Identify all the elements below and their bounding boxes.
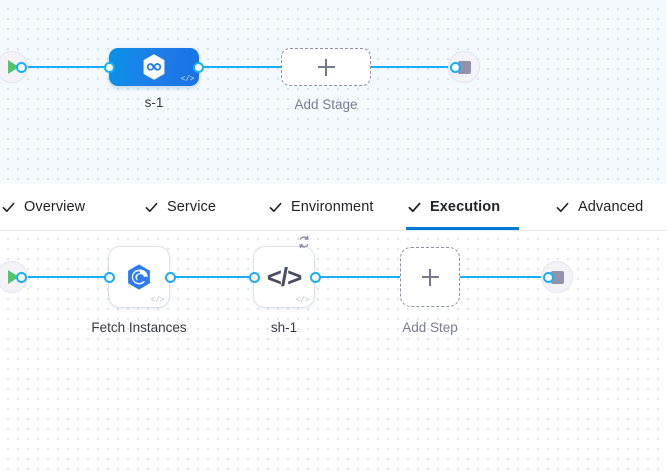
edge-add-stage-to-end <box>368 66 456 68</box>
stage-label: s-1 <box>144 95 164 110</box>
tab-execution[interactable]: Execution <box>406 184 519 230</box>
check-icon <box>269 201 282 214</box>
check-icon <box>2 201 15 214</box>
stop-icon <box>550 270 564 284</box>
plus-icon <box>421 268 439 286</box>
add-step-button[interactable] <box>400 247 460 307</box>
end-input-port[interactable] <box>450 61 461 73</box>
fetch-instances-label: Fetch Instances <box>91 320 187 335</box>
execution-end-input-port[interactable] <box>543 271 554 283</box>
execution-start-output-port[interactable] <box>16 271 27 283</box>
sh-1-output-port[interactable] <box>310 271 321 283</box>
edge-stage-to-add-stage <box>198 66 282 68</box>
step-node-fetch-instances[interactable]: </> <box>109 247 169 307</box>
harness-swirl-icon <box>128 264 150 290</box>
check-icon <box>408 201 421 214</box>
edge-sh-1-to-add-step <box>315 276 401 278</box>
step-node-sh-1[interactable]: </> </> <box>254 235 314 307</box>
check-icon <box>145 201 158 214</box>
add-step-label: Add Step <box>402 320 458 335</box>
fetch-instances-input-port[interactable] <box>104 271 115 283</box>
fetch-instances-output-port[interactable] <box>165 271 176 283</box>
stage-config-tabs: Overview Service Environment Execution A… <box>0 184 667 231</box>
execution-end-node[interactable] <box>541 261 573 293</box>
stage-output-port[interactable] <box>193 61 204 73</box>
tab-execution-label: Execution <box>430 199 501 215</box>
stage-code-badge: </> <box>180 75 195 84</box>
stage-input-port[interactable] <box>104 61 115 73</box>
sh-1-label: sh-1 <box>270 320 298 335</box>
edge-start-to-stage <box>22 66 114 68</box>
step-canvas[interactable]: </> Fetch Instances </> </> sh-1 Add Ste… <box>0 231 667 475</box>
plus-icon <box>317 58 335 76</box>
add-stage-button[interactable] <box>281 48 371 86</box>
tab-advanced[interactable]: Advanced <box>554 184 645 230</box>
tab-service-label: Service <box>167 199 217 215</box>
code-icon: </> <box>266 261 303 292</box>
play-icon <box>8 270 19 284</box>
sh-1-code-badge: </> <box>295 296 310 305</box>
pipeline-end-node[interactable] <box>448 51 480 83</box>
play-icon <box>8 60 19 74</box>
tab-service[interactable]: Service <box>143 184 218 230</box>
tab-overview-label: Overview <box>24 199 86 215</box>
tab-environment-label: Environment <box>291 199 374 215</box>
edge-fetch-instances-to-sh-1 <box>170 276 258 278</box>
sh-1-input-port[interactable] <box>249 271 260 283</box>
add-stage-label: Add Stage <box>294 97 358 112</box>
loop-icon <box>299 235 309 249</box>
tab-overview[interactable]: Overview <box>0 184 87 230</box>
stage-canvas[interactable]: </> s-1 Add Stage <box>0 0 667 184</box>
tab-advanced-label: Advanced <box>578 199 644 215</box>
edge-add-step-to-end <box>459 276 551 278</box>
fetch-instances-code-badge: </> <box>150 296 165 305</box>
harness-hexagon-icon <box>143 54 165 80</box>
tab-environment[interactable]: Environment <box>267 184 376 230</box>
stop-icon <box>457 60 471 74</box>
edge-start-to-fetch-instances <box>22 276 114 278</box>
stage-node-s-1[interactable]: </> <box>109 48 199 86</box>
check-icon <box>556 201 569 214</box>
start-output-port[interactable] <box>16 61 27 73</box>
